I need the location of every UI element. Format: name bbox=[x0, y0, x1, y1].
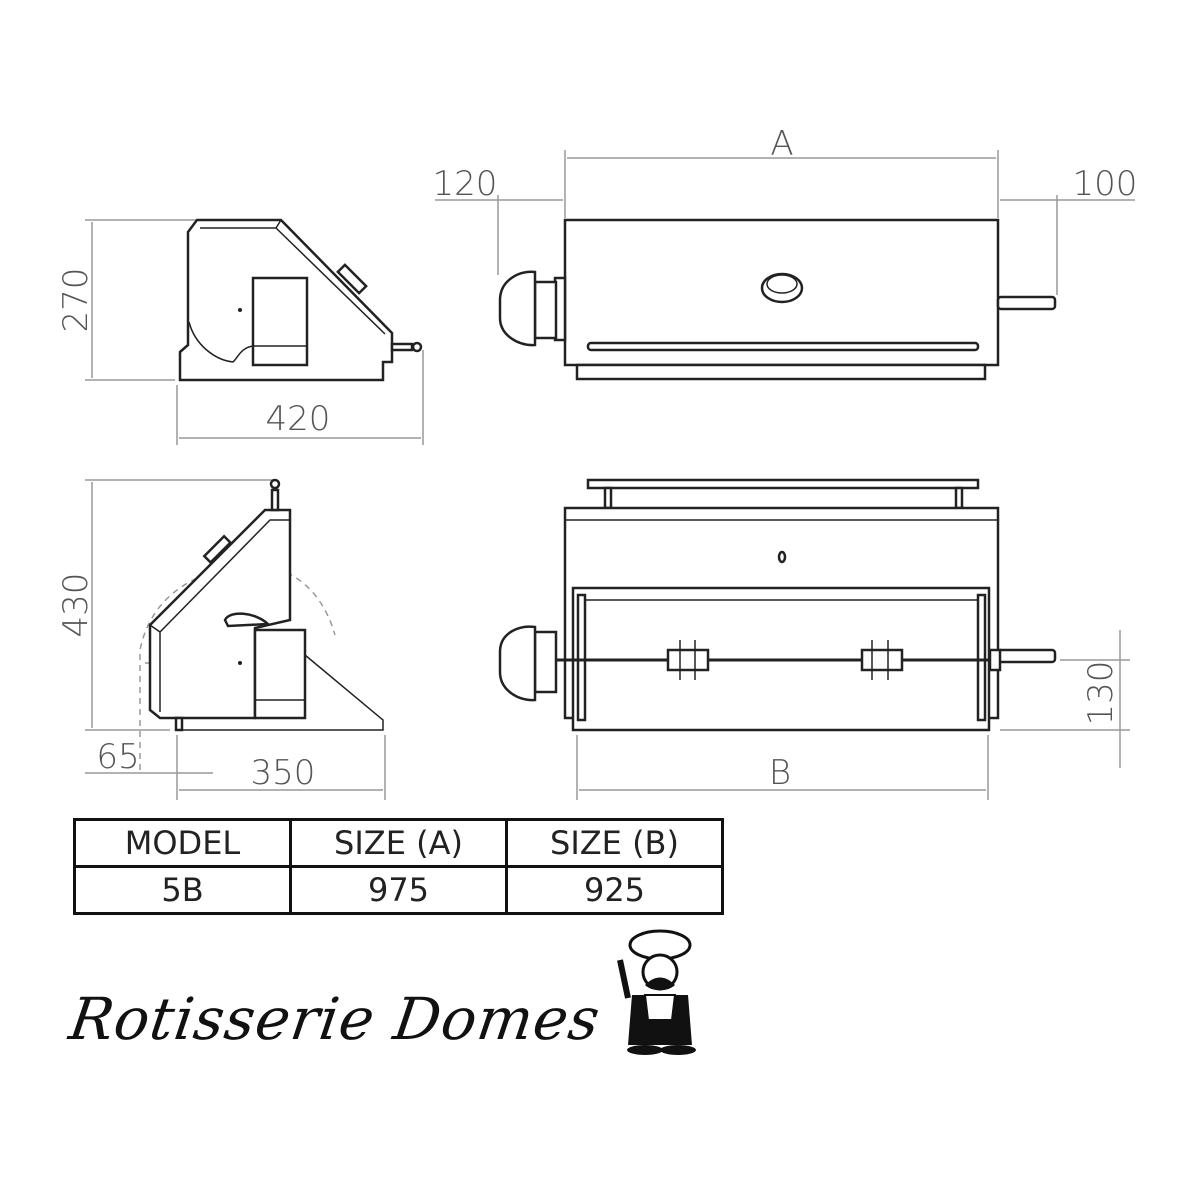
front-view-closed: A 120 100 bbox=[433, 124, 1138, 381]
chef-logo bbox=[617, 929, 696, 1055]
dim-b: B bbox=[769, 753, 791, 793]
cell-model: 5B bbox=[73, 865, 292, 915]
dim-a: A bbox=[770, 124, 793, 164]
dim-foot-offset: 65 bbox=[96, 737, 139, 777]
dim-open-depth: 350 bbox=[251, 753, 316, 793]
header-size-a: SIZE (A) bbox=[289, 818, 508, 868]
model-size-table: MODEL SIZE (A) SIZE (B) 5B 975 925 bbox=[73, 818, 724, 915]
side-view-closed: 270 420 bbox=[56, 218, 424, 445]
table-row: 5B 975 925 bbox=[73, 865, 724, 915]
cell-size-a: 975 bbox=[289, 865, 508, 915]
dim-left-offset: 120 bbox=[433, 164, 498, 204]
dim-side-depth: 420 bbox=[266, 399, 331, 439]
dim-open-height: 430 bbox=[56, 573, 96, 638]
brand-title: Rotisserie Domes bbox=[65, 985, 605, 1053]
dim-spit-height: 130 bbox=[1081, 661, 1121, 726]
table-header-row: MODEL SIZE (A) SIZE (B) bbox=[73, 818, 724, 868]
header-model: MODEL bbox=[73, 818, 292, 868]
dim-right-offset: 100 bbox=[1073, 164, 1138, 204]
front-view-open: B 130 bbox=[498, 478, 1130, 800]
dim-side-height: 270 bbox=[56, 268, 96, 333]
cell-size-b: 925 bbox=[505, 865, 724, 915]
side-view-open: 430 65 350 bbox=[56, 478, 386, 800]
header-size-b: SIZE (B) bbox=[505, 818, 724, 868]
